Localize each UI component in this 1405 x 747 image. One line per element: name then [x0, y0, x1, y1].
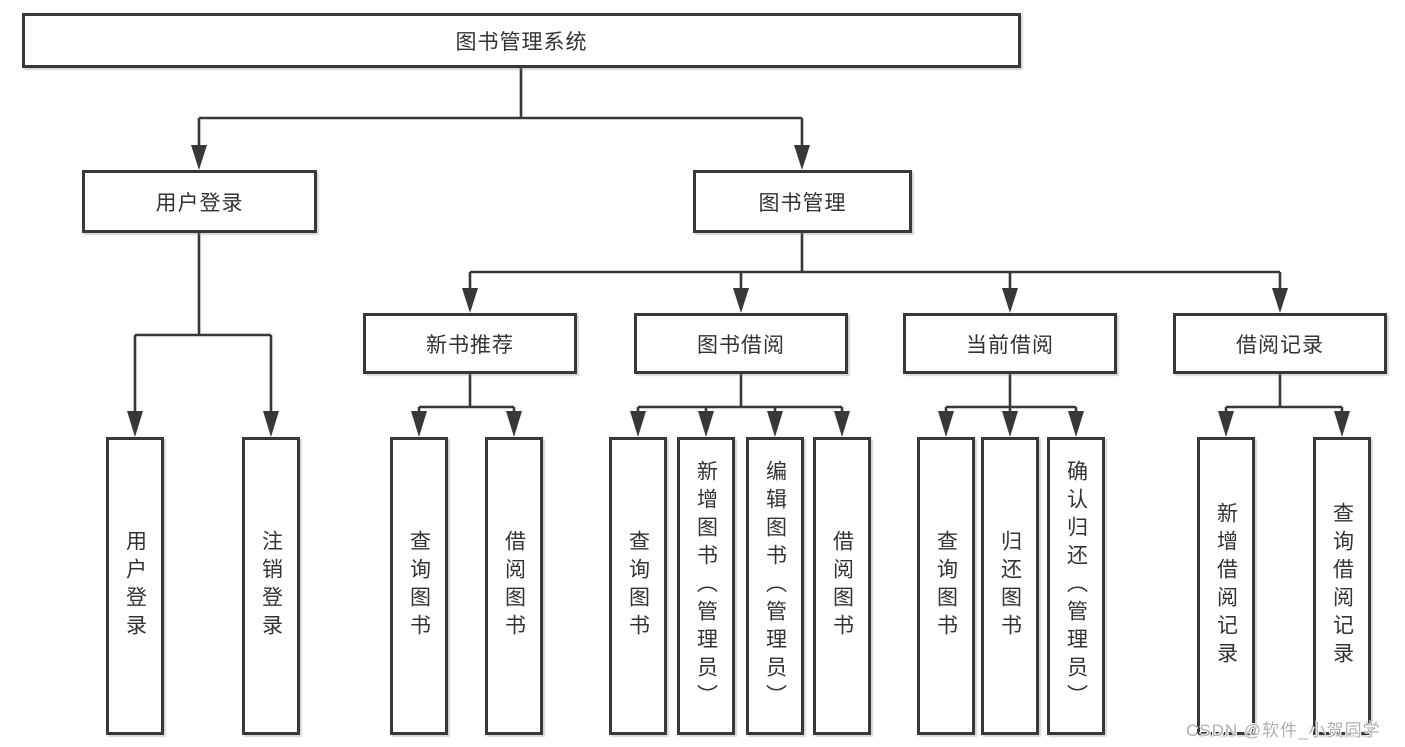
node-new-book-recommend: 新书推荐 — [363, 313, 577, 374]
node-label: 用户登录 — [123, 530, 147, 642]
node-current-borrowing: 当前借阅 — [903, 313, 1117, 374]
connector-book-borrowing-branch — [636, 372, 844, 416]
node-user-login: 用户登录 — [82, 170, 317, 233]
node-label: 新书推荐 — [426, 333, 514, 357]
node-label: 编辑图书（管理员） — [763, 460, 787, 712]
node-label: 用户登录 — [155, 191, 244, 215]
node-label: 当前借阅 — [966, 333, 1054, 357]
node-borrowing-records: 借阅记录 — [1173, 313, 1387, 374]
node-label: 新增图书（管理员） — [694, 460, 718, 712]
connector-user-login-branch — [133, 231, 273, 416]
connector-current-borrowing-branch — [944, 372, 1078, 416]
leaf-newrec-borrow-books: 借阅图书 — [485, 437, 543, 735]
connector-root-to-level2 — [197, 66, 804, 150]
node-label: 查询图书 — [626, 530, 650, 642]
node-label: 借阅图书 — [502, 530, 526, 642]
node-label: 注销登录 — [259, 530, 283, 642]
node-label: 确认归还（管理员） — [1064, 460, 1088, 712]
leaf-query-borrow-record: 查询借阅记录 — [1313, 437, 1371, 735]
node-label: 借阅记录 — [1236, 333, 1324, 357]
leaf-add-borrow-record: 新增借阅记录 — [1197, 437, 1255, 735]
leaf-add-books-admin: 新增图书（管理员） — [677, 437, 735, 735]
leaf-newrec-query-books: 查询图书 — [390, 437, 448, 735]
leaf-current-query-books: 查询图书 — [917, 437, 975, 735]
connector-borrowing-records-branch — [1224, 372, 1344, 416]
node-library-system: 图书管理系统 — [22, 13, 1021, 68]
arrowheads — [127, 145, 1350, 437]
node-label: 图书借阅 — [697, 333, 785, 357]
node-label: 借阅图书 — [830, 530, 854, 642]
node-label: 查询图书 — [934, 530, 958, 642]
leaf-logout: 注销登录 — [242, 437, 300, 735]
node-label: 新增借阅记录 — [1214, 502, 1238, 670]
node-label: 图书管理 — [758, 191, 847, 215]
leaf-return-books: 归还图书 — [981, 437, 1039, 735]
leaf-borrow-books: 借阅图书 — [813, 437, 871, 735]
node-label: 查询借阅记录 — [1330, 502, 1354, 670]
node-label: 归还图书 — [998, 530, 1022, 642]
leaf-confirm-return-admin: 确认归还（管理员） — [1047, 437, 1105, 735]
leaf-user-login: 用户登录 — [106, 437, 164, 735]
node-label: 查询图书 — [407, 530, 431, 642]
node-label: 图书管理系统 — [455, 30, 588, 54]
csdn-watermark: CSDN @软件_小贺同学 — [1186, 721, 1381, 740]
node-book-borrowing: 图书借阅 — [634, 313, 848, 374]
connector-book-management-branch — [468, 231, 1282, 292]
connector-new-book-branch — [417, 372, 516, 416]
leaf-edit-books-admin: 编辑图书（管理员） — [746, 437, 804, 735]
node-book-management: 图书管理 — [693, 170, 912, 233]
leaf-borrow-query-books: 查询图书 — [609, 437, 667, 735]
